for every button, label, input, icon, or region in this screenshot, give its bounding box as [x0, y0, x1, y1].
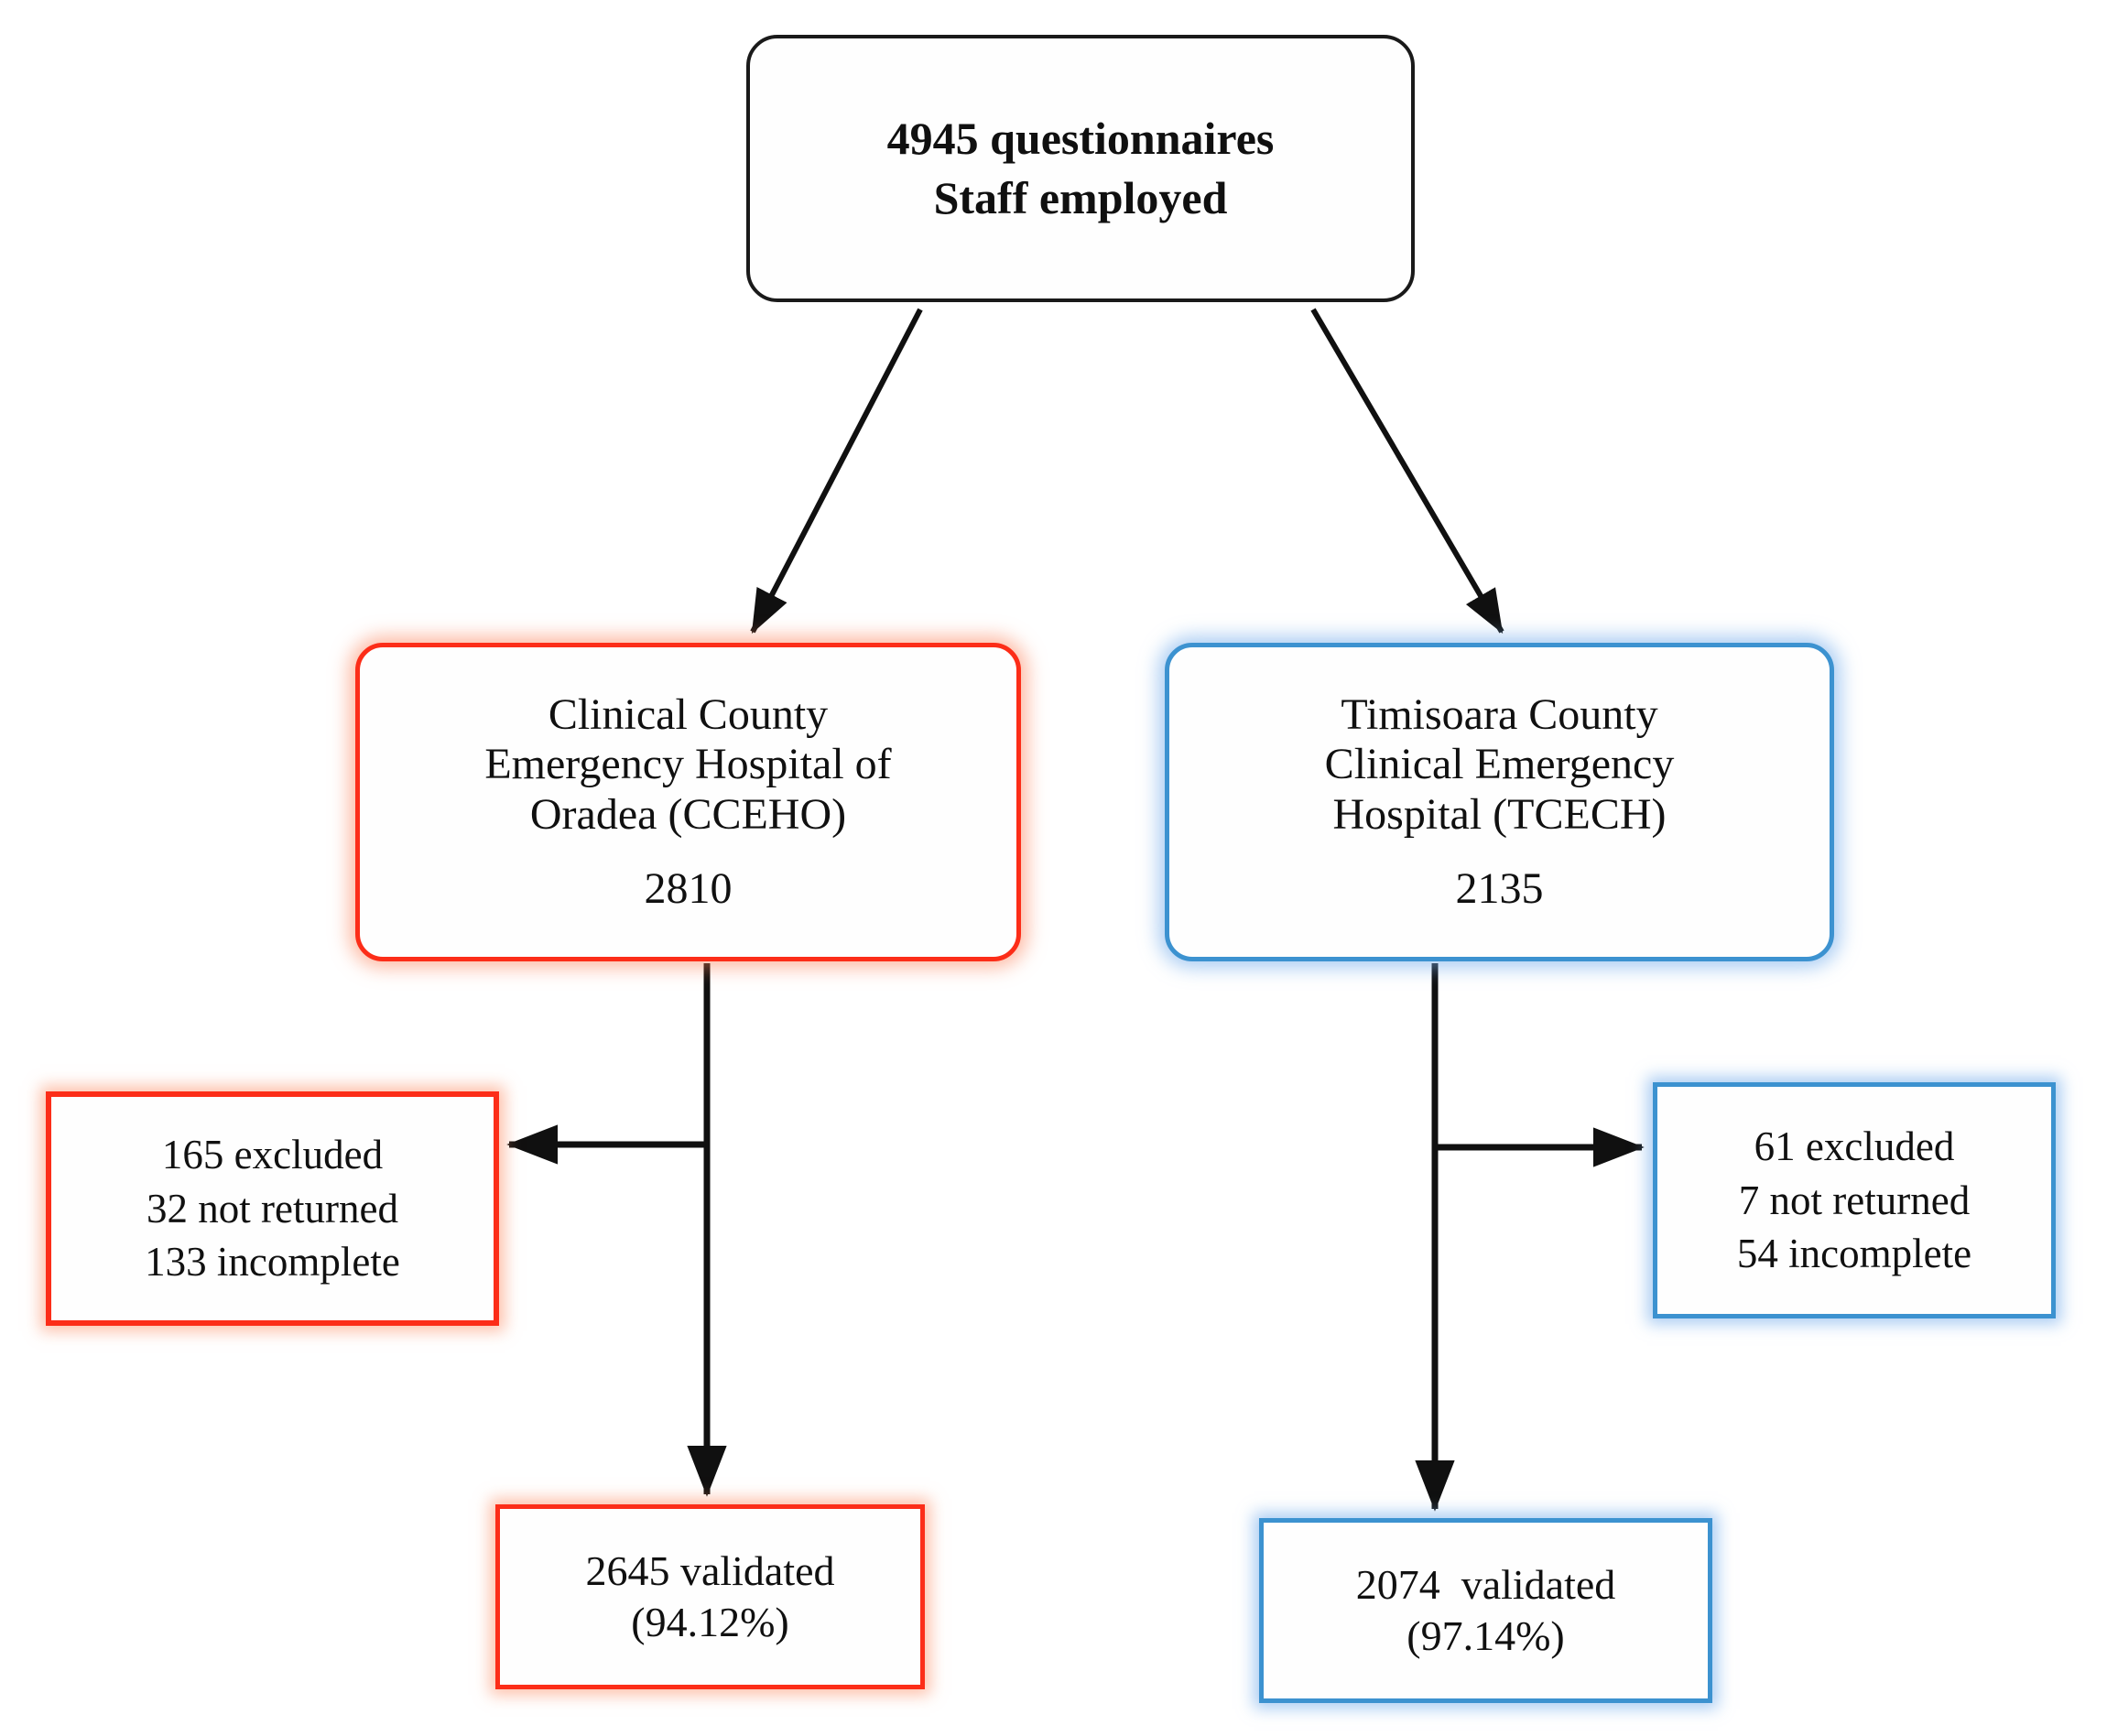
tcech-excluded-line-1: 61 excluded [1754, 1123, 1955, 1170]
ccheo-excluded-line-2: 32 not returned [147, 1185, 398, 1231]
ccheo-validated-node: 2645 validated (94.12%) [495, 1504, 925, 1689]
tcech-excluded-line-2: 7 not returned [1738, 1177, 1971, 1223]
tcech-line-1: Timisoara County [1341, 689, 1658, 739]
ccheo-validated-line-1: 2645 validated [585, 1546, 835, 1594]
tcech-validated-node: 2074 validated (97.14%) [1259, 1518, 1712, 1703]
root-line-2: Staff employed [933, 172, 1228, 223]
ccheo-count: 2810 [644, 863, 733, 913]
connector-root-to-ccheo [750, 308, 923, 635]
ccheo-validated-line-2: (94.12%) [631, 1599, 789, 1645]
tcech-excluded-line-3: 54 incomplete [1736, 1231, 1972, 1277]
ccheo-line-1: Clinical County [548, 689, 829, 739]
connector-root-to-tcech [1310, 308, 1504, 635]
tcech-line-2: Clinical Emergency [1324, 740, 1675, 789]
tcech-line-3: Hospital (TCECH) [1332, 790, 1667, 839]
ccheo-hospital-node: Clinical County Emergency Hospital of Or… [355, 643, 1021, 961]
tcech-excluded-node: 61 excluded 7 not returned 54 incomplete [1653, 1082, 2056, 1318]
tcech-validated-line-2: (97.14%) [1406, 1612, 1565, 1659]
tcech-validated-line-1: 2074 validated [1355, 1560, 1616, 1608]
tcech-count: 2135 [1455, 863, 1544, 913]
tcech-hospital-node: Timisoara County Clinical Emergency Hosp… [1165, 643, 1834, 961]
ccheo-line-2: Emergency Hospital of [484, 740, 892, 789]
root-line-1: 4945 questionnaires [886, 113, 1275, 164]
root-node: 4945 questionnaires Staff employed [746, 35, 1415, 302]
ccheo-excluded-line-3: 133 incomplete [145, 1239, 400, 1286]
ccheo-excluded-line-1: 165 excluded [161, 1132, 384, 1178]
ccheo-line-3: Oradea (CCEHO) [529, 790, 847, 839]
ccheo-excluded-node: 165 excluded 32 not returned 133 incompl… [46, 1091, 499, 1326]
